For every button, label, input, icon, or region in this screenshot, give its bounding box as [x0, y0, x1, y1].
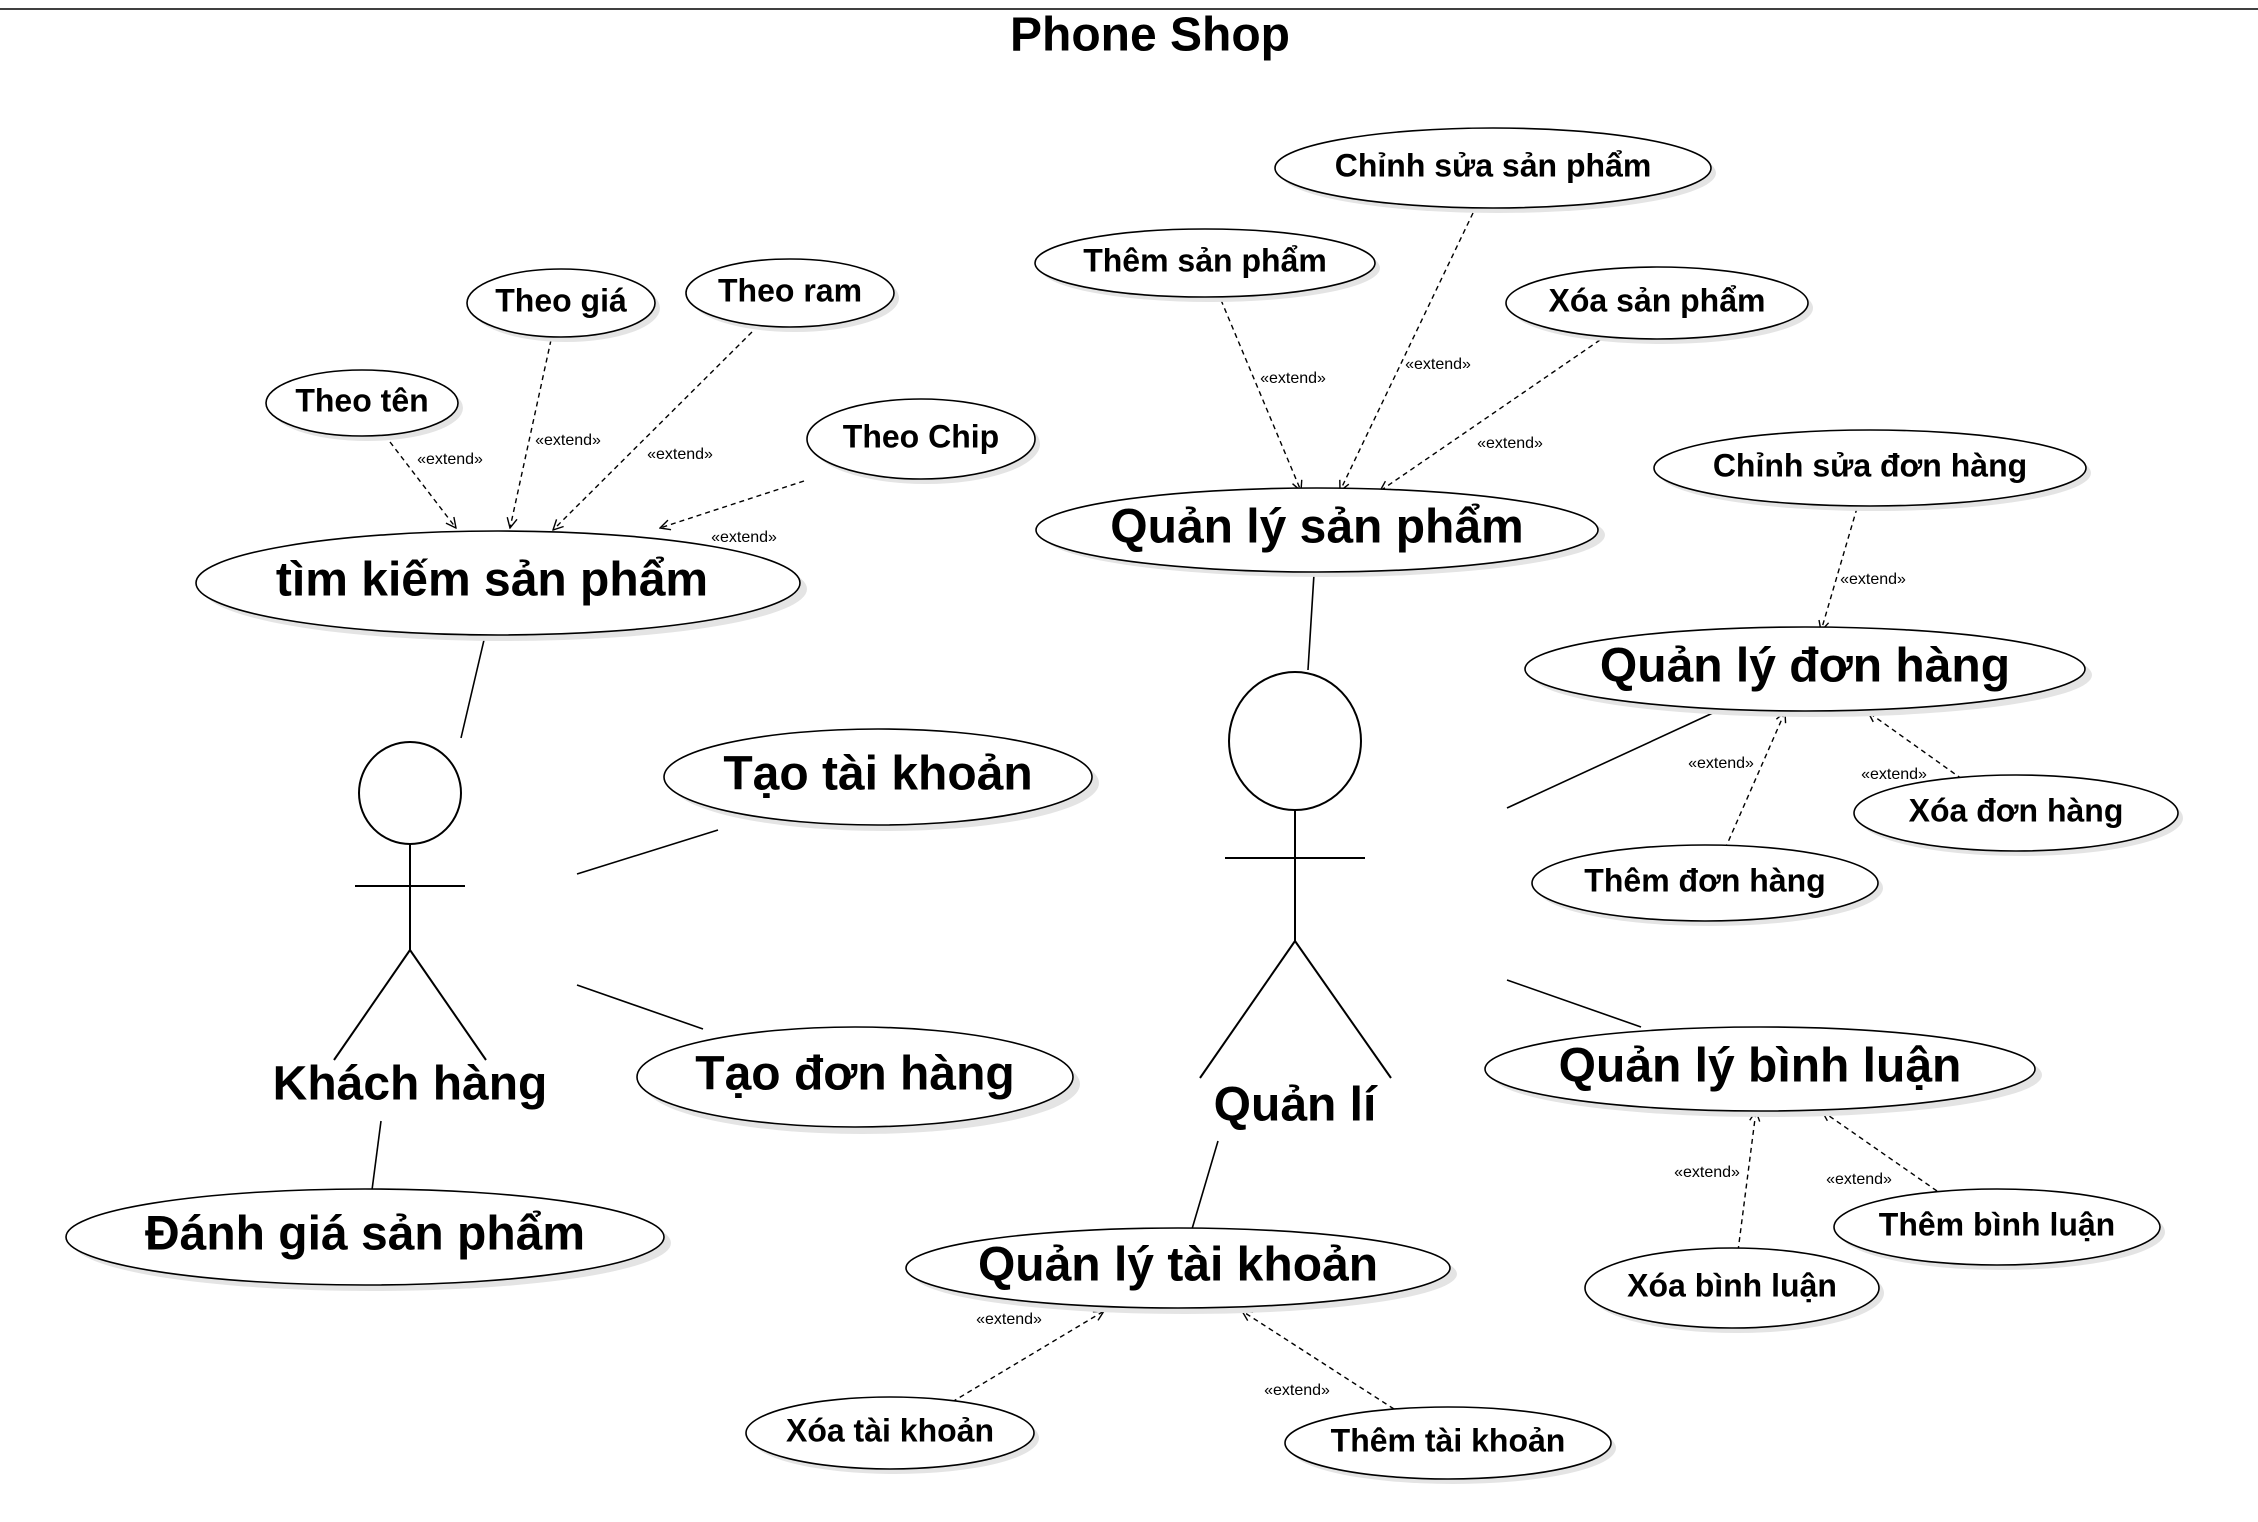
use-case-edit-product: Chỉnh sửa sản phẩm [1274, 127, 1716, 213]
use-case-manage-order: Quản lý đơn hàng [1524, 626, 2092, 717]
use-case-label: Xóa đơn hàng [1909, 792, 2124, 828]
actor-customer: Khách hàng [273, 741, 548, 1111]
use-case-add-product: Thêm sản phẩm [1034, 228, 1380, 302]
use-case-manage-comment: Quản lý bình luận [1484, 1026, 2042, 1117]
use-case-label: Xóa sản phẩm [1549, 282, 1766, 318]
use-case-add-account: Thêm tài khoản [1284, 1406, 1616, 1484]
extend-arrow-delete-account [951, 1311, 1104, 1403]
use-case-label: Theo Chip [843, 418, 999, 454]
use-case-delete-comment: Xóa bình luận [1584, 1247, 1884, 1333]
extend-arrow-by-name [389, 441, 456, 528]
use-case-label: Chỉnh sửa đơn hàng [1713, 447, 2027, 483]
use-case-label: Quản lý tài khoản [978, 1239, 1378, 1292]
use-case-label: Đánh giá sản phẩm [145, 1208, 585, 1261]
extend-label: «extend» [1405, 356, 1471, 373]
use-case-create-order: Tạo đơn hàng [636, 1026, 1080, 1134]
use-case-delete-account: Xóa tài khoản [745, 1396, 1039, 1474]
extend-label: «extend» [711, 529, 777, 546]
extend-label: «extend» [1826, 1171, 1892, 1188]
extend-arrow-add-product [1220, 299, 1301, 491]
extend-label: «extend» [1674, 1164, 1740, 1181]
use-case-edit-order: Chỉnh sửa đơn hàng [1653, 429, 2091, 511]
use-case-delete-order: Xóa đơn hàng [1853, 774, 2183, 856]
actor-head [1228, 671, 1362, 811]
diagram-title: Phone Shop [1010, 9, 1290, 62]
extend-label: «extend» [1260, 370, 1326, 387]
extend-arrow-edit-order [1821, 507, 1858, 631]
assoc-manager-manage-comment [1506, 979, 1642, 1028]
assoc-customer-create-order [576, 984, 704, 1030]
use-case-create-account: Tạo tài khoản [663, 728, 1099, 831]
extend-label: «extend» [535, 432, 601, 449]
use-case-label: Thêm sản phẩm [1083, 242, 1327, 278]
assoc-customer-search [460, 639, 485, 739]
actor-right-leg [409, 949, 487, 1061]
use-case-label: Theo ram [718, 272, 862, 308]
use-case-label: Thêm bình luận [1879, 1206, 2115, 1242]
extend-arrow-edit-product [1340, 212, 1474, 491]
use-case-by-name: Theo tên [265, 369, 463, 441]
extend-arrow-add-account [1242, 1311, 1395, 1410]
extend-label: «extend» [1840, 571, 1906, 588]
extend-arrow-delete-order [1868, 712, 1963, 780]
use-case-label: Thêm đơn hàng [1584, 862, 1825, 898]
extend-label: «extend» [976, 1311, 1042, 1328]
extend-label: «extend» [1477, 435, 1543, 452]
actor-head [358, 741, 462, 845]
use-case-label: Theo giá [495, 282, 627, 318]
actor-manager: Quản lí [1199, 671, 1392, 1132]
extend-arrow-add-order [1724, 712, 1785, 850]
use-case-label: Chỉnh sửa sản phẩm [1335, 147, 1652, 183]
use-case-label: Xóa bình luận [1627, 1267, 1837, 1303]
associations [371, 573, 1716, 1230]
use-case-by-ram: Theo ram [685, 258, 899, 332]
use-case-label: Xóa tài khoản [786, 1412, 994, 1448]
use-case-add-comment: Thêm bình luận [1833, 1188, 2165, 1270]
use-case-label: tìm kiếm sản phẩm [276, 554, 708, 607]
extend-relations: «extend» «extend» «extend» «extend» «ext… [389, 212, 1963, 1410]
use-case-label: Quản lý sản phẩm [1110, 501, 1523, 554]
use-case-label: Tạo đơn hàng [695, 1048, 1014, 1101]
extend-label: «extend» [1264, 1382, 1330, 1399]
use-case-add-order: Thêm đơn hàng [1531, 844, 1883, 926]
use-case-manage-account: Quản lý tài khoản [905, 1227, 1457, 1314]
use-case-label: Theo tên [295, 382, 428, 418]
assoc-customer-review [371, 1120, 382, 1191]
use-case-label: Tạo tài khoản [723, 748, 1032, 801]
use-case-search-product: tìm kiếm sản phẩm [195, 530, 807, 641]
extend-arrow-by-chip [660, 480, 805, 528]
extend-label: «extend» [647, 446, 713, 463]
assoc-manager-manage-order [1506, 711, 1716, 809]
assoc-manager-manage-product [1307, 573, 1315, 671]
extend-label: «extend» [1688, 755, 1754, 772]
use-case-label: Thêm tài khoản [1331, 1422, 1566, 1458]
use-case-review-product: Đánh giá sản phẩm [65, 1188, 671, 1291]
extend-label: «extend» [417, 451, 483, 468]
actor-left-leg [1199, 940, 1296, 1079]
use-case-manage-product: Quản lý sản phẩm [1035, 487, 1605, 577]
use-case-label: Quản lý đơn hàng [1600, 640, 2010, 693]
actor-left-leg [333, 949, 411, 1061]
use-case-by-chip: Theo Chip [806, 398, 1040, 484]
extend-arrow-delete-comment [1737, 1111, 1756, 1252]
actor-label: Quản lí [1214, 1079, 1378, 1132]
actor-right-leg [1294, 940, 1392, 1079]
use-case-delete-product: Xóa sản phẩm [1505, 266, 1813, 344]
extend-arrow-by-ram [553, 331, 753, 530]
use-case-label: Quản lý bình luận [1559, 1040, 1962, 1093]
assoc-customer-create-account [576, 829, 719, 875]
actor-label: Khách hàng [273, 1058, 548, 1111]
assoc-manager-manage-account [1191, 1140, 1219, 1230]
use-case-by-price: Theo giá [466, 268, 660, 342]
extend-label: «extend» [1861, 766, 1927, 783]
